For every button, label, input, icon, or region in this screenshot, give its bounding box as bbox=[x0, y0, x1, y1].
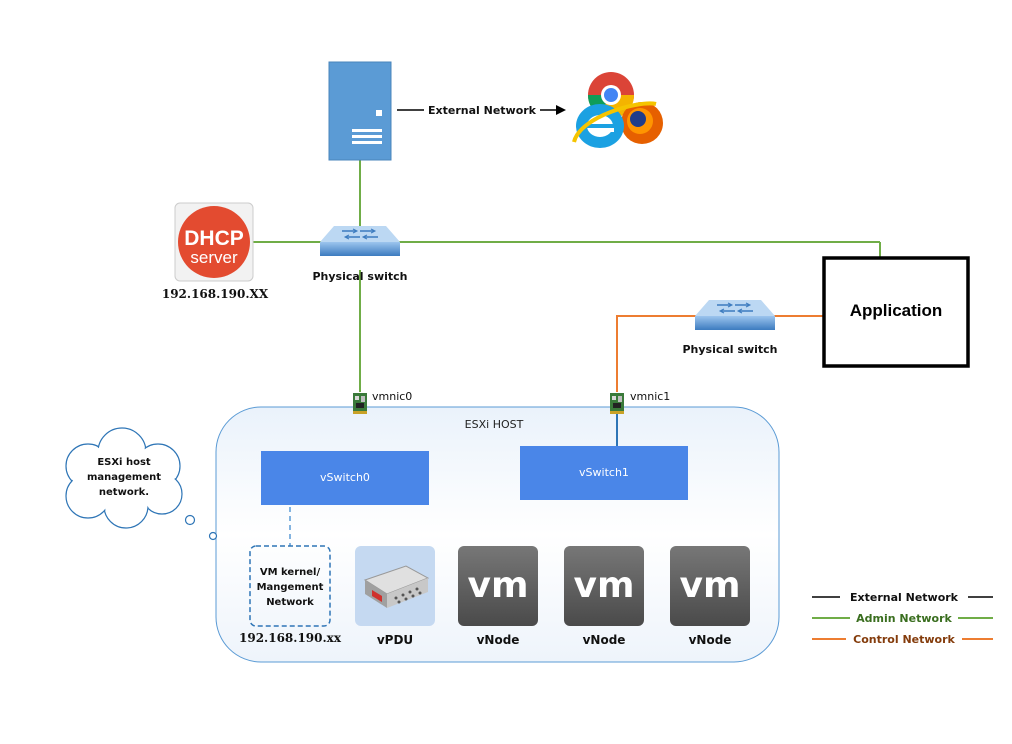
thought-cloud-callout: ESXi host management network. bbox=[65, 427, 218, 541]
pdu-device-icon bbox=[363, 565, 430, 608]
kernel-label-line2: Mangement bbox=[257, 582, 324, 593]
vswitch1: vSwitch1 bbox=[520, 446, 688, 500]
server-icon bbox=[328, 61, 392, 161]
legend-control: Control Network bbox=[812, 631, 993, 646]
esxi-host-title: ESXi HOST bbox=[465, 418, 524, 431]
kernel-label-line3: Network bbox=[266, 597, 314, 608]
legend-admin: Admin Network bbox=[812, 610, 993, 625]
kernel-label-line1: VM kernel/ bbox=[260, 567, 321, 578]
callout-line2: management bbox=[87, 472, 161, 483]
dhcp-ip-label: 192.168.190.XX bbox=[162, 287, 269, 301]
vm-logo-text: vm bbox=[680, 565, 741, 606]
external-network-link: External Network bbox=[397, 104, 566, 117]
network-switch-icon bbox=[319, 225, 401, 257]
vm-logo-text: vm bbox=[574, 565, 635, 606]
vmnic0: vmnic0 bbox=[353, 390, 412, 414]
physical-switch-1-label: Physical switch bbox=[312, 270, 407, 283]
physical-switch-2-label: Physical switch bbox=[682, 343, 777, 356]
vpdu: vPDU bbox=[355, 546, 435, 647]
legend-external: External Network bbox=[812, 589, 993, 604]
dhcp-label: DHCP bbox=[184, 227, 244, 250]
network-card-icon bbox=[353, 393, 367, 414]
web-browsers-icon bbox=[572, 72, 663, 148]
vnode-1: vm vNode bbox=[458, 546, 538, 647]
vnode-2: vm vNode bbox=[564, 546, 644, 647]
external-network-label: External Network bbox=[428, 104, 537, 117]
application-box: Application bbox=[822, 256, 970, 368]
vm-logo-text: vm bbox=[468, 565, 529, 606]
vmnic1: vmnic1 bbox=[610, 390, 670, 414]
network-switch-icon bbox=[694, 299, 776, 331]
application-label: Application bbox=[850, 301, 943, 320]
vnode-1-label: vNode bbox=[477, 633, 520, 647]
physical-switch-1: Physical switch bbox=[312, 225, 408, 283]
legend-control-label: Control Network bbox=[853, 633, 955, 646]
vmnic1-label: vmnic1 bbox=[630, 390, 670, 403]
callout-line1: ESXi host bbox=[97, 457, 151, 468]
vswitch0: vSwitch0 bbox=[261, 451, 429, 505]
dhcp-server-icon: DHCP server bbox=[174, 202, 254, 282]
kernel-ip-label: 192.168.190.xx bbox=[239, 631, 342, 645]
vmnic1-to-switch-link bbox=[616, 315, 697, 392]
vnode-2-label: vNode bbox=[583, 633, 626, 647]
vswitch0-label: vSwitch0 bbox=[320, 471, 370, 484]
legend: External Network Admin Network Control N… bbox=[812, 589, 993, 646]
vpdu-label: vPDU bbox=[377, 633, 413, 647]
vswitch1-label: vSwitch1 bbox=[579, 466, 629, 479]
network-card-icon bbox=[610, 393, 624, 414]
vmnic0-label: vmnic0 bbox=[372, 390, 412, 403]
callout-line3: network. bbox=[99, 487, 149, 498]
legend-external-label: External Network bbox=[850, 591, 959, 604]
vm-kernel-network: VM kernel/ Mangement Network bbox=[249, 545, 331, 627]
vnode-3-label: vNode bbox=[689, 633, 732, 647]
dhcp-server-label: server bbox=[190, 248, 238, 267]
legend-admin-label: Admin Network bbox=[856, 612, 952, 625]
physical-switch-2: Physical switch bbox=[682, 299, 778, 356]
vnode-3: vm vNode bbox=[670, 546, 750, 647]
